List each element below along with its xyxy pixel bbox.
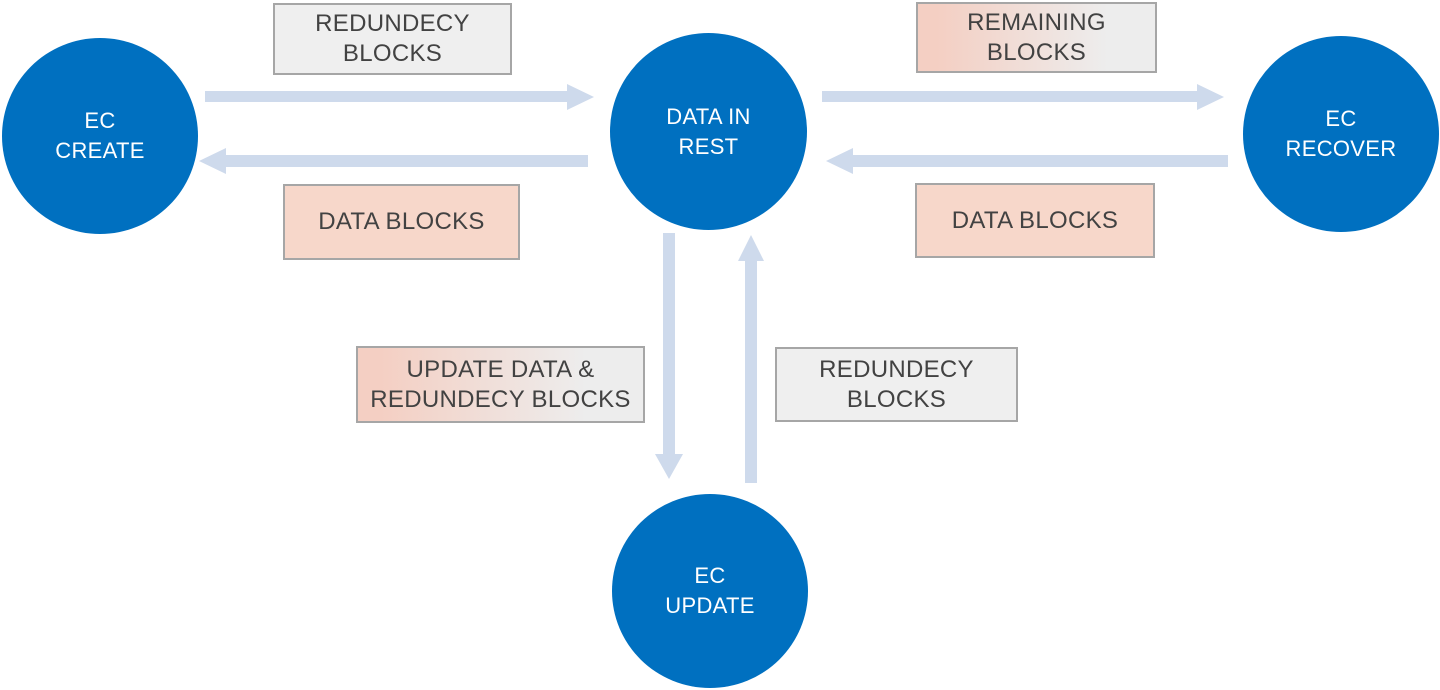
arrow-rest-to-recover [822,84,1224,110]
arrow-rest-to-update [655,233,683,479]
edge-label-update-data-redundecy-blocks: UPDATE DATA & REDUNDECY BLOCKS [356,346,645,423]
edge-label-text: DATA BLOCKS [318,208,485,235]
edge-label-text: REDUNDECY BLOCKS [819,355,974,413]
node-ec-update-label: EC UPDATE [665,563,755,618]
edge-label-text: UPDATE DATA & REDUNDECY BLOCKS [370,355,631,413]
arrow-create-to-rest [205,84,594,110]
edge-label-text: REMAINING BLOCKS [967,8,1106,66]
arrow-recover-to-rest [826,148,1228,174]
edge-label-data-blocks-left: DATA BLOCKS [283,184,520,260]
edge-label-data-blocks-right: DATA BLOCKS [915,183,1155,258]
edge-label-text: DATA BLOCKS [951,206,1119,234]
edge-label-text: REDUNDECY BLOCKS [315,10,470,67]
arrow-rest-to-create [199,148,588,174]
edge-label-remaining-blocks: REMAINING BLOCKS [916,2,1157,73]
node-ec-recover-label: EC RECOVER [1285,106,1397,161]
node-data-in-rest-label: DATA IN REST [666,103,751,159]
arrow-update-to-rest [738,235,764,483]
node-ec-create-label: EC CREATE [55,108,145,163]
edge-label-redundecy-blocks-bottom: REDUNDECY BLOCKS [775,347,1018,422]
node-data-in-rest: DATA IN REST [610,33,807,230]
node-ec-update: EC UPDATE [612,494,808,688]
node-ec-recover: EC RECOVER [1243,36,1439,232]
edge-label-redundecy-blocks-top: REDUNDECY BLOCKS [273,3,512,75]
node-ec-create: EC CREATE [2,38,198,234]
